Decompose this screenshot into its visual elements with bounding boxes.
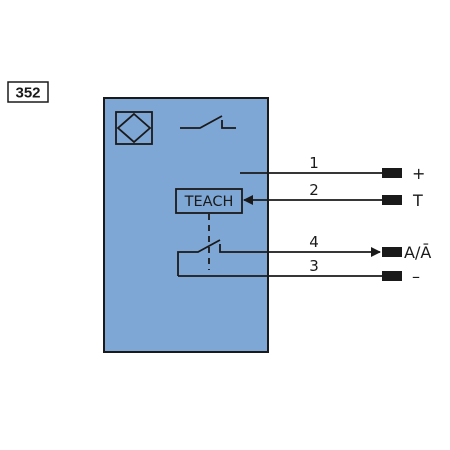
signal-label: + [412, 164, 425, 183]
signal-label: A/Ā [404, 243, 431, 262]
terminal-connector [382, 271, 402, 281]
code-box: 352 [7, 81, 49, 103]
wire-1 [240, 168, 402, 178]
terminal-connector [382, 247, 402, 257]
pin-number: 1 [309, 154, 319, 172]
wire-2 [243, 195, 402, 205]
pin-number: 4 [309, 233, 319, 251]
signal-label: – [412, 267, 420, 286]
normally-open-contact-icon [180, 115, 236, 129]
pin-number: 2 [309, 181, 319, 199]
output-switch [177, 239, 382, 277]
inductive-sensor-icon [115, 111, 153, 145]
teach-label: TEACH [184, 194, 234, 210]
code-box-frame [7, 81, 49, 103]
terminal-connector [382, 195, 402, 205]
teach-block: TEACH [175, 188, 243, 214]
signal-label: T [412, 191, 423, 210]
wire-3 [382, 271, 402, 281]
teach-box [175, 188, 243, 214]
pin-number: 3 [309, 257, 319, 275]
wire-4 [262, 247, 402, 257]
terminal-connector [382, 168, 402, 178]
code-label: 352 [15, 85, 40, 102]
